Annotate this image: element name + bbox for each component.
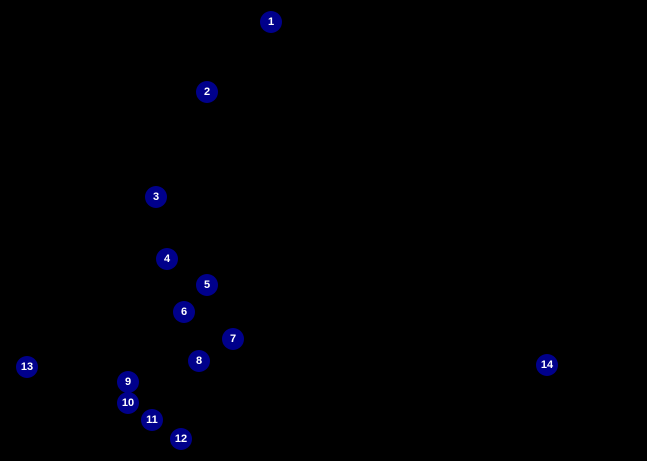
node-marker-8[interactable]: 8 (188, 350, 210, 372)
node-marker-12[interactable]: 12 (170, 428, 192, 450)
node-marker-14[interactable]: 14 (536, 354, 558, 376)
node-marker-11[interactable]: 11 (141, 409, 163, 431)
node-marker-10[interactable]: 10 (117, 392, 139, 414)
node-marker-2[interactable]: 2 (196, 81, 218, 103)
node-marker-6[interactable]: 6 (173, 301, 195, 323)
node-marker-13[interactable]: 13 (16, 356, 38, 378)
node-marker-5[interactable]: 5 (196, 274, 218, 296)
node-marker-1[interactable]: 1 (260, 11, 282, 33)
node-marker-9[interactable]: 9 (117, 371, 139, 393)
node-marker-3[interactable]: 3 (145, 186, 167, 208)
node-marker-4[interactable]: 4 (156, 248, 178, 270)
node-marker-7[interactable]: 7 (222, 328, 244, 350)
